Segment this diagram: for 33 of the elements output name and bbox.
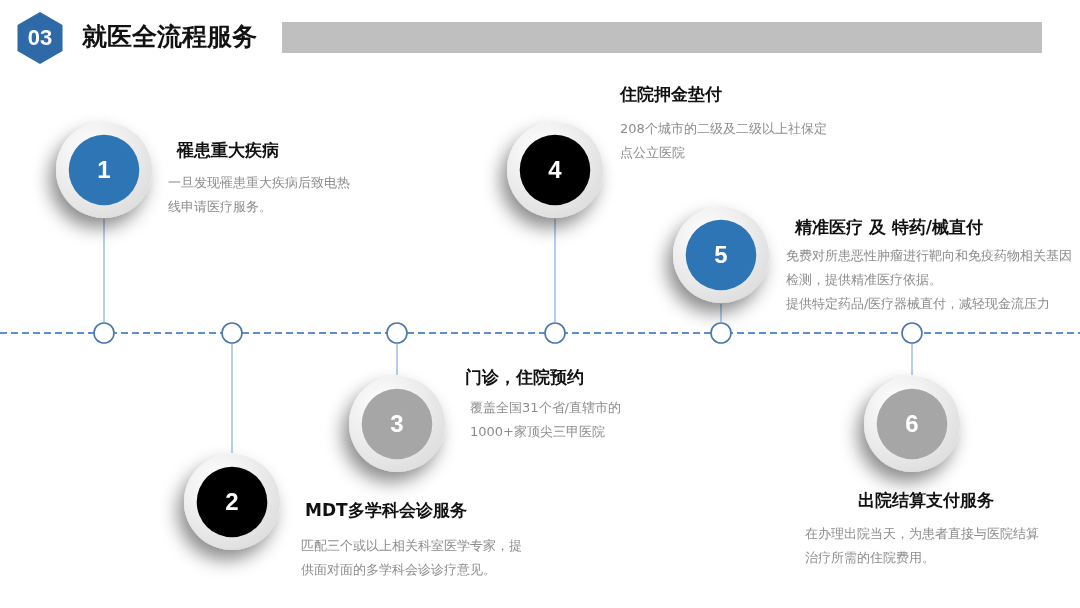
step-description: 匹配三个或以上相关科室医学专家，提供面对面的多学科会诊诊疗意见。 — [301, 537, 523, 579]
timeline-dot — [221, 322, 243, 344]
connector-line — [231, 343, 233, 454]
step-heading: 出院结算支付服务 — [858, 489, 995, 512]
step-description: 免费对所患恶性肿瘤进行靶向和免疫药物相关基因检测，提供精准医疗依据。 — [786, 247, 1073, 289]
step-circle: 3 — [348, 375, 446, 473]
timeline-dot — [901, 322, 923, 344]
timeline-dot — [544, 322, 566, 344]
step-heading: 门诊，住院预约 — [465, 366, 585, 389]
step-heading: 住院押金垫付 — [620, 83, 723, 106]
connector-line — [554, 218, 556, 323]
step-circle: 5 — [672, 206, 770, 304]
connector-line — [911, 343, 913, 376]
connector-line — [720, 303, 722, 323]
connector-line — [396, 343, 398, 376]
step-circle: 6 — [863, 375, 961, 473]
step-circle: 2 — [183, 453, 281, 551]
step-description: 提供特定药品/医疗器械直付，减轻现金流压力 — [786, 295, 1052, 313]
step-heading: 罹患重大疾病 — [177, 139, 280, 162]
timeline-dot — [93, 322, 115, 344]
step-circle: 4 — [506, 121, 604, 219]
step-circle: 1 — [55, 121, 153, 219]
step-description: 208个城市的二级及二级以上社保定点公立医院 — [620, 120, 828, 162]
timeline-dot — [386, 322, 408, 344]
timeline-dot — [710, 322, 732, 344]
step-description: 覆盖全国31个省/直辖市的1000+家顶尖三甲医院 — [470, 399, 622, 441]
step-heading: 精准医疗 及 特药/械直付 — [795, 216, 985, 239]
step-heading: MDT多学科会诊服务 — [305, 499, 468, 522]
step-description: 在办理出院当天，为患者直接与医院结算治疗所需的住院费用。 — [805, 525, 1040, 567]
connector-line — [103, 218, 105, 323]
title: 就医全流程服务 — [82, 21, 257, 53]
step-description: 一旦发现罹患重大疾病后致电热线申请医疗服务。 — [168, 174, 351, 216]
number-hexagon: 03 — [14, 12, 66, 64]
